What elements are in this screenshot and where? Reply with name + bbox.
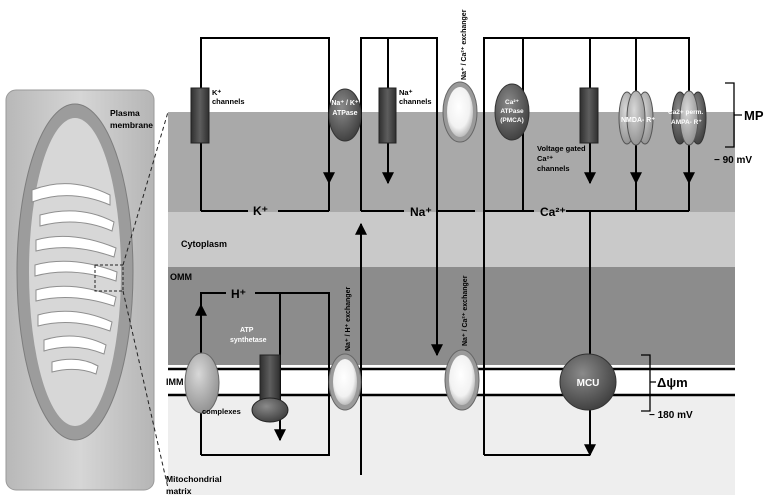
atp-synthetase-label-2: synthetase [230,337,267,344]
na-ca-exchanger-imm-label: Na⁺ / Ca²⁺ exchanger [462,275,469,346]
mitochondrion-illustration [5,89,169,491]
plasma-membrane-label-2: membrane [110,120,153,130]
zoom-region-marker [94,264,124,292]
mp-voltage: − 90 mV [714,155,752,166]
na-k-atpase: Na⁺ / K⁺ ATPase [328,88,362,142]
ca-atpase-label-3: (PMCA) [500,117,523,124]
voltage-gated-label-3: channels [537,164,570,173]
mcu: MCU [559,353,617,411]
voltage-gated-ca-channels: Voltage gated Ca²⁺ channels [537,87,599,173]
k-channels-label-2: channels [212,97,245,106]
nmda-label: NMDA- R⁺ [621,117,655,124]
ca-atpase-pmca: Ca²⁺ ATPase (PMCA) [494,83,530,141]
na-k-atpase-label-2: ATPase [332,110,357,117]
na-plus-label: Na⁺ [410,205,432,219]
na-h-exchanger: Na⁺ / H⁺ exchanger [328,287,362,411]
cytoplasm-band [168,212,735,267]
voltage-gated-label-1: Voltage gated [537,144,586,153]
ampa-label-2: AMPA- R⁺ [671,119,702,126]
mcu-label: MCU [577,378,600,389]
na-k-atpase-label-1: Na⁺ / K⁺ [331,100,359,107]
atp-synthetase-label-1: ATP [240,327,254,334]
nmda-receptor: NMDA- R⁺ [618,90,655,146]
ca-atpase-label-2: ATPase [500,108,524,115]
matrix-label-1: Mitochondrial [166,474,222,484]
k-channels: K⁺ channels [190,87,245,144]
omm-band [168,267,735,365]
ca-2plus-label: Ca²⁺ [540,205,566,219]
complexes-label: complexes [202,407,241,416]
ampa-receptor: Ca2+ perm. AMPA- R⁺ [668,90,707,146]
delta-psi-label: Δψm [657,375,688,390]
k-plus-label: K⁺ [253,204,268,218]
na-channels: Na⁺ channels [378,87,432,144]
na-ca-exchanger-plasma-label: Na⁺ / Ca²⁺ exchanger [461,9,468,80]
na-channels-label-2: channels [399,97,432,106]
na-ca-exchanger-plasma: Na⁺ / Ca²⁺ exchanger [442,9,478,143]
cytoplasm-label: Cytoplasm [181,239,227,249]
na-channels-label-1: Na⁺ [399,88,413,97]
imm-label: IMM [166,377,184,387]
atp-synthetase: ATP synthetase [230,327,289,423]
h-plus-label: H⁺ [231,287,246,301]
matrix-label-2: matrix [166,486,192,496]
k-channels-label-1: K⁺ [212,88,221,97]
ca-atpase-label-1: Ca²⁺ [505,99,519,106]
na-h-exchanger-label: Na⁺ / H⁺ exchanger [345,287,352,351]
compartment-labels: Plasma membrane Cytoplasm OMM IMM Mitoch… [110,108,227,496]
omm-label: OMM [170,272,192,282]
imm-voltage: − 180 mV [649,410,693,421]
voltage-gated-label-2: Ca²⁺ [537,154,553,163]
plasma-membrane-label-1: Plasma [110,108,140,118]
na-ca-exchanger-imm: Na⁺ / Ca²⁺ exchanger [444,275,480,411]
potential-annotations: MP − 90 mV Δψm − 180 mV [641,82,764,421]
compartments [168,112,735,495]
ampa-label-1: Ca2+ perm. [668,109,703,116]
mp-label: MP [744,108,764,123]
complexes: complexes [184,352,241,416]
